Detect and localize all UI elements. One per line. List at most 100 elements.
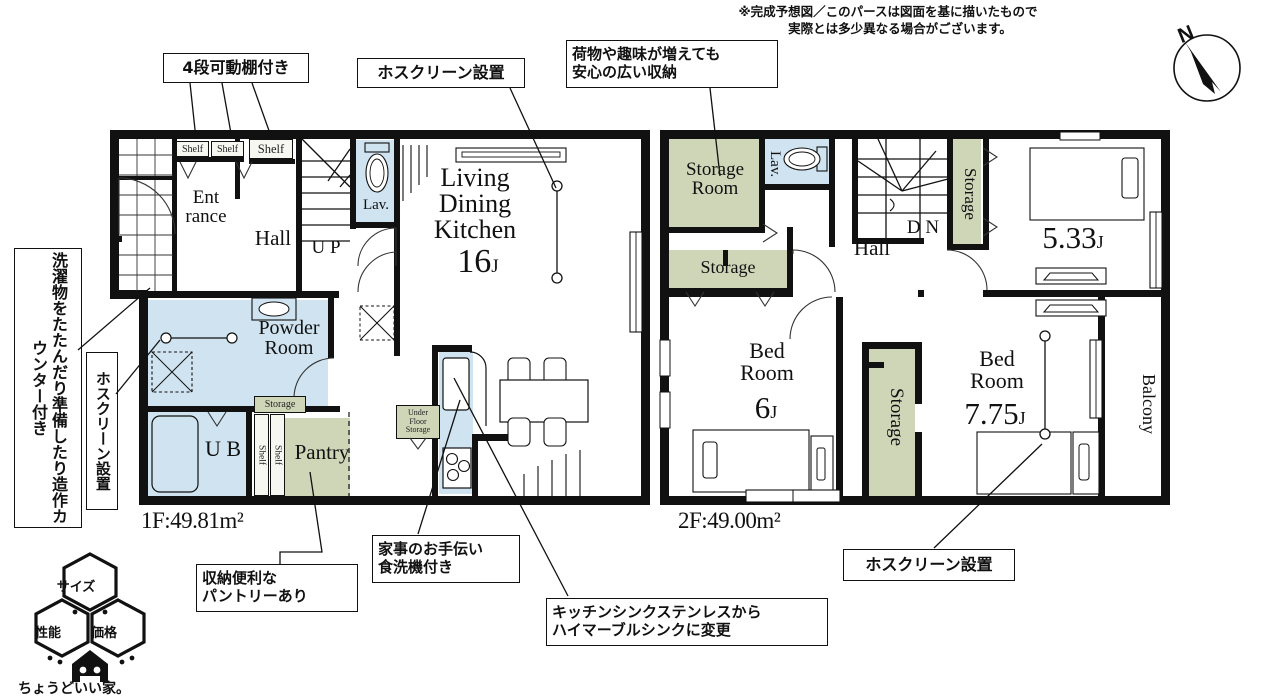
callout-wide-storage-leader <box>709 87 721 177</box>
disclaimer-line-2: 実際とは多少異なる場合がございます。 <box>788 20 1012 36</box>
wall-1f-left-upper <box>110 130 119 298</box>
label-ldk-size: 16J <box>428 243 528 280</box>
kitchen-counter-curve <box>469 351 487 426</box>
bedroom-n-unit: J <box>1096 232 1104 252</box>
dining-table-set <box>499 357 589 447</box>
wall-2f-bottom <box>660 496 1170 505</box>
callout-4tier-leaders <box>189 82 273 140</box>
bedroom-w-line-2: Room <box>740 360 794 386</box>
wall-1f-stair-left <box>296 139 302 294</box>
label-storage-center-2f: Storage <box>886 387 907 447</box>
window-bedroom-north-right <box>1149 211 1163 289</box>
wall-2f-storage-divider <box>723 250 728 266</box>
area-label-1f: 1F:49.81m² <box>141 508 244 533</box>
wall-1f-kitchen-top <box>432 345 472 352</box>
label-bedroom-east-size: 7.75J <box>930 398 1060 430</box>
window-balcony-door <box>1089 339 1103 419</box>
label-lavatory-2f: Lav. <box>767 150 783 178</box>
wall-2f-storage-c-left <box>862 342 869 497</box>
callout-laundry-counter: 洗濯物をたたんだり準備したり造作カウンター付き <box>14 248 82 528</box>
label-storage-tall-2f: Storage <box>961 168 980 220</box>
window-bedroom-north-top <box>1059 131 1101 141</box>
lav-door-swing-1f <box>357 227 397 267</box>
hall-door-swing-1f <box>357 251 397 293</box>
wall-2f-bedw-right <box>836 297 843 497</box>
toilet-fixture-2f <box>783 146 828 172</box>
compass-rose <box>1163 22 1247 106</box>
brand-logo <box>24 552 164 694</box>
hoscreen-line-bedroom-east <box>1039 330 1051 440</box>
callout-hoscreen-left: ホスクリーン設置 <box>86 352 118 510</box>
disclaimer: ※完成予想図／このパースは図面を基に描いたもので 実際とは多少異なる場合がござい… <box>678 4 1098 38</box>
logo-hex-left-label: 性能 <box>34 626 61 641</box>
ufs-line-3: Storage <box>405 425 431 435</box>
sink-line-1: キッチンシンクステンレスから <box>552 603 762 622</box>
wall-2f-stair-bottom <box>852 238 924 244</box>
callout-pantry: 収納便利な パントリーあり <box>196 564 358 612</box>
wall-2f-stair-left <box>852 139 858 243</box>
label-unit-bath: U B <box>204 436 242 461</box>
ldk-size-unit: J <box>491 256 499 277</box>
area-label-2f: 2F:49.00m² <box>678 508 781 533</box>
wall-2f-storage-c-notch <box>862 362 884 368</box>
label-stairs-down: D N <box>906 217 940 238</box>
hoscreen-line-ldk <box>551 180 563 284</box>
shelf-box-2: Shelf <box>211 141 244 157</box>
wall-1f-hall-bottom <box>139 291 339 298</box>
ldk-line-living: Living <box>440 163 510 192</box>
hall-door-swing-2f <box>792 249 836 293</box>
storage-2f-door-arrows <box>685 291 775 308</box>
wall-2f-lav-bottom <box>765 184 831 190</box>
staircase-2f <box>857 138 949 239</box>
label-pantry: Pantry <box>294 440 350 464</box>
wall-1f-left-lower <box>139 290 148 505</box>
bed-furniture-east <box>976 431 1100 495</box>
room-fill-storage-room-2f <box>667 139 763 227</box>
wall-2f-hall-left <box>787 227 793 293</box>
pantry-shelf-label-2: Shelf <box>272 444 283 466</box>
bedroom-e-unit: J <box>1018 408 1026 428</box>
shelf-box-3: Shelf <box>249 139 293 159</box>
callout-sink-leader <box>453 377 569 597</box>
wall-1f-kitchen-bottom-wall <box>472 440 478 497</box>
ldk-size-number: 16 <box>457 243 492 280</box>
bedroom-w-unit: J <box>770 402 778 422</box>
wall-2f-storage-c-top <box>862 342 922 349</box>
label-ldk: Living Dining Kitchen <box>410 165 540 243</box>
callout-pantry-leader <box>279 471 323 564</box>
entrance-tile-grid <box>119 139 173 291</box>
wall-2f-hall-right <box>918 290 924 297</box>
bed-furniture-north <box>1029 147 1145 221</box>
label-lavatory-1f: Lav. <box>362 197 390 213</box>
label-bedroom-east: Bed Room <box>948 347 1046 394</box>
under-floor-storage-box: Under Floor Storage <box>396 405 440 439</box>
wall-1f-right <box>641 130 650 505</box>
callout-hoscreen-top-leader <box>509 87 557 189</box>
wall-1f-stair-right <box>350 139 356 229</box>
wall-2f-storage-c-right <box>915 342 922 404</box>
bedroom-w-size: 6 <box>754 390 771 425</box>
wall-2f-balcony-right <box>1161 290 1170 505</box>
room-fill-storage-center-2f <box>869 348 915 496</box>
wall-2f-left <box>660 130 669 505</box>
label-powder-room: Powder Room <box>244 318 334 359</box>
floorplan-2f: Storage Room Storage Lav. Hall D N <box>659 130 1170 533</box>
bedroom-e-size: 7.75 <box>964 396 1019 431</box>
logo-hex-right-label: 価格 <box>90 626 117 641</box>
wall-1f-ldk-left-lower <box>394 296 400 356</box>
label-bedroom-north-size: 5.33J <box>1018 222 1128 254</box>
shelf-label-1: Shelf <box>181 143 204 155</box>
pantry-shelf-label-1: Shelf <box>256 444 267 466</box>
entrance-door-jamb <box>119 176 173 180</box>
kitchen-sink <box>442 357 470 411</box>
dishwasher-line-2: 食洗機付き <box>378 558 454 576</box>
bedroom-e-line-2: Room <box>970 368 1024 394</box>
powder-line-1: Powder <box>258 317 320 339</box>
disclaimer-line-1: ※完成予想図／このパースは図面を基に描いたもので <box>738 4 1038 19</box>
shelf-box-1: Shelf <box>176 141 209 157</box>
callout-hoscreen-right-leader <box>933 443 1043 549</box>
powder-line-2: Room <box>264 337 314 360</box>
shelf-wall-1 <box>176 157 244 162</box>
wall-1f-bath-right <box>246 406 252 496</box>
pantry-dashed-door <box>348 412 350 496</box>
